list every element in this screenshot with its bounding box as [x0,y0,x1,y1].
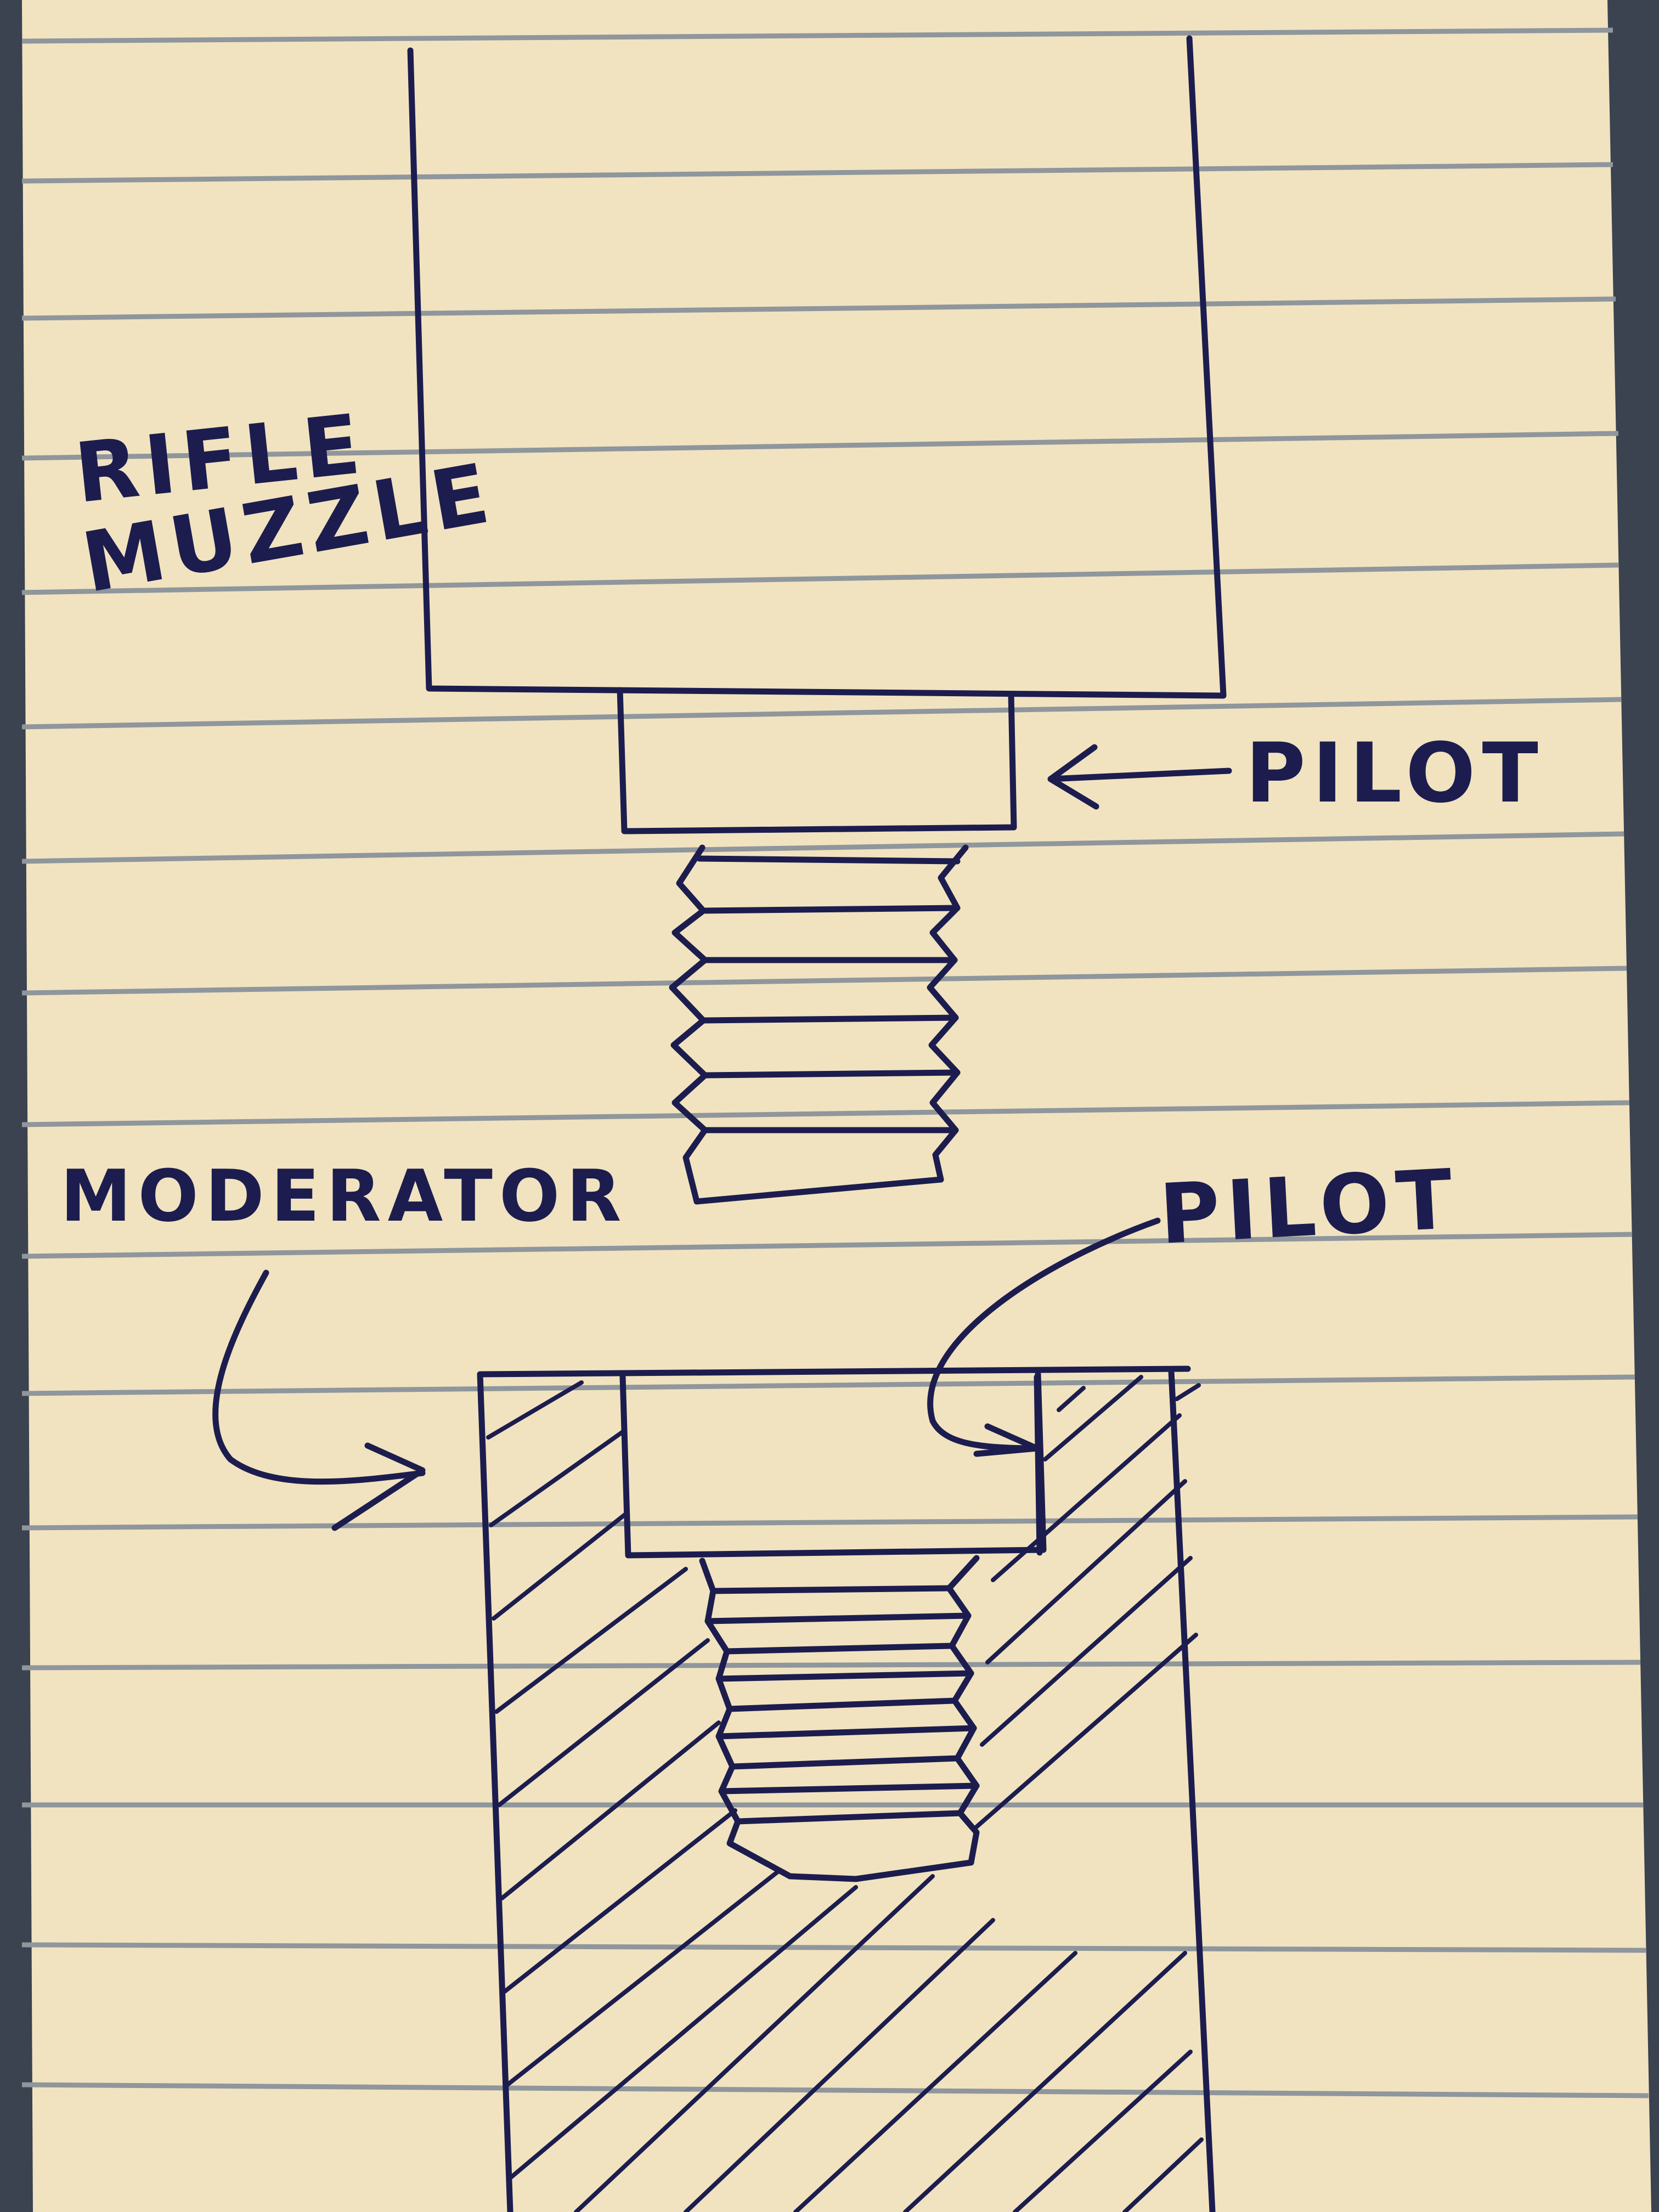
moderator-outline [477,1365,1216,2212]
moderator-arrow [212,1269,426,1531]
moderator-hatching [486,1375,1204,2212]
paper-sheet [22,0,1651,2212]
label-pilot-top: PILOT [1245,726,1545,821]
rifle-pilot-outline [617,687,1017,834]
moderator-pilot-line [1034,1374,1043,1556]
ruled-lines [21,27,1649,2098]
pilot-arrow-top [1047,744,1232,810]
label-pilot-bottom: PILOT [1157,1152,1462,1263]
rifle-threads [669,844,969,1205]
rifle-muzzle-outline [407,35,1227,699]
pilot-arrow-bottom [927,1217,1161,1457]
moderator-threads [699,1555,980,1882]
label-moderator: MODERATOR [60,1154,628,1238]
